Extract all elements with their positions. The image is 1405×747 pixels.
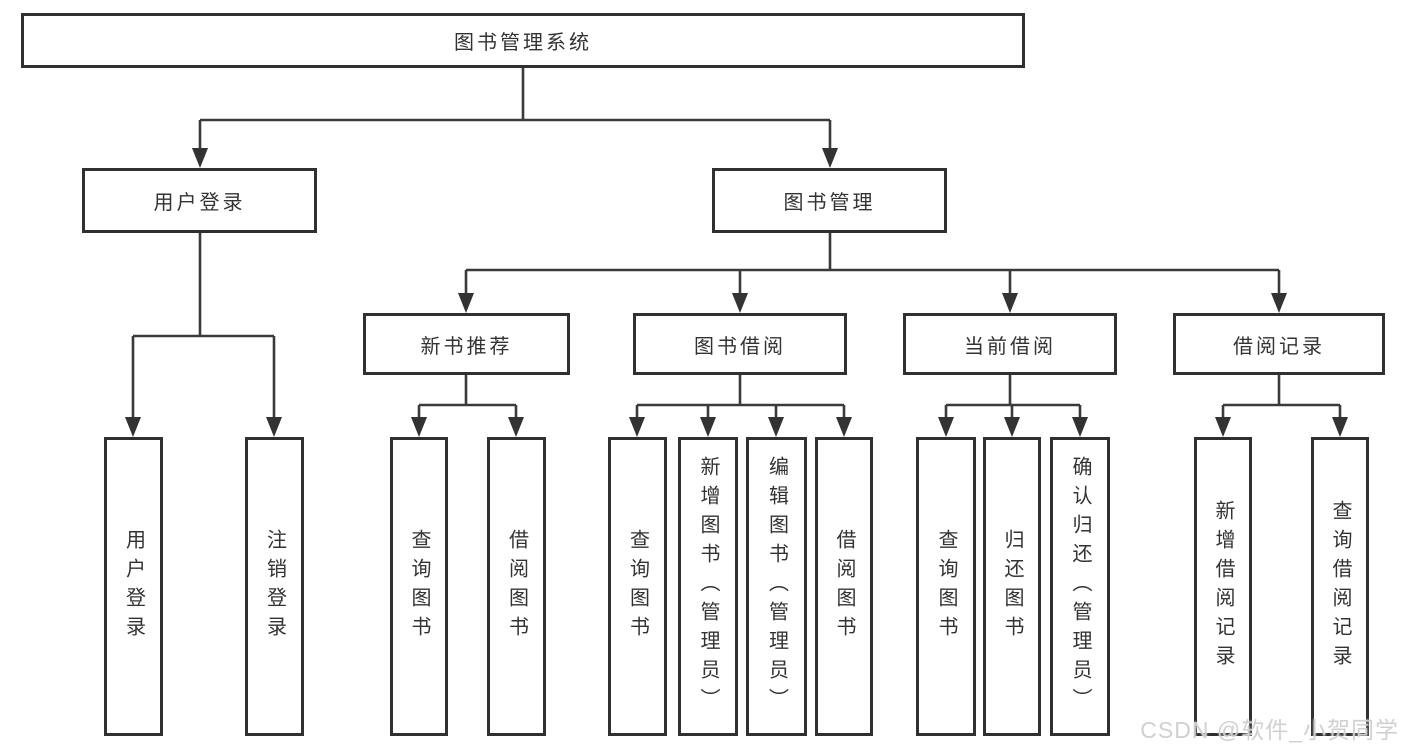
arrow-down-icon — [1271, 293, 1287, 313]
node-label: 用户登录 — [153, 192, 246, 214]
leaf-add-books-admin: 新增图书（管理员） — [678, 437, 738, 736]
arrow-down-icon — [629, 417, 645, 437]
node-label: 当前借阅 — [964, 335, 1056, 358]
arrowheads — [125, 148, 1348, 437]
arrow-down-icon — [508, 417, 524, 437]
leaf-label: 查询图书 — [626, 528, 649, 645]
leaf-borrow-books-recommendation: 借阅图书 — [487, 437, 546, 736]
node-root-system: 图书管理系统 — [21, 13, 1025, 68]
arrow-down-icon — [938, 417, 954, 437]
leaf-logout: 注销登录 — [245, 437, 304, 736]
leaf-label: 注销登录 — [263, 528, 286, 645]
node-borrowing-records: 借阅记录 — [1173, 313, 1385, 375]
arrow-down-icon — [1215, 417, 1231, 437]
leaf-label: 查询借阅记录 — [1329, 499, 1351, 674]
leaf-label: 查询图书 — [935, 528, 957, 645]
leaf-label: 确认归还（管理员） — [1069, 456, 1091, 717]
arrow-down-icon — [1072, 417, 1088, 437]
connector-bookborrow-to-leaves — [635, 375, 846, 419]
arrow-down-icon — [700, 417, 716, 437]
leaf-query-borrow-record: 查询借阅记录 — [1311, 437, 1369, 736]
node-book-management-branch: 图书管理 — [712, 168, 947, 233]
leaf-return-books: 归还图书 — [983, 437, 1041, 736]
arrow-down-icon — [822, 148, 838, 168]
arrow-down-icon — [768, 417, 784, 437]
arrow-down-icon — [192, 148, 208, 168]
connector-newbookrec-to-leaves — [417, 375, 518, 419]
connector-lines — [131, 68, 1342, 419]
leaf-borrow-books-borrowing: 借阅图书 — [815, 437, 873, 736]
arrow-down-icon — [1002, 293, 1018, 313]
arrow-down-icon — [125, 417, 141, 437]
leaf-add-borrow-record: 新增借阅记录 — [1194, 437, 1252, 736]
arrow-down-icon — [1332, 417, 1348, 437]
arrow-down-icon — [266, 417, 282, 437]
connector-borrowrecords-to-leaves — [1221, 375, 1342, 419]
leaf-query-books-borrowing: 查询图书 — [608, 437, 667, 736]
watermark: CSDN @软件_小贺同学 — [1140, 717, 1399, 743]
leaf-label: 新增借阅记录 — [1212, 499, 1234, 674]
node-label: 借阅记录 — [1233, 335, 1325, 358]
leaf-label: 用户登录 — [122, 528, 145, 645]
node-label: 图书管理系统 — [454, 32, 592, 54]
node-user-login-branch: 用户登录 — [82, 168, 317, 233]
arrow-down-icon — [836, 417, 852, 437]
leaf-query-books-current: 查询图书 — [916, 437, 976, 736]
leaf-edit-books-admin: 编辑图书（管理员） — [746, 437, 807, 736]
leaf-user-login: 用户登录 — [104, 437, 163, 736]
leaf-label: 借阅图书 — [833, 528, 855, 645]
leaf-label: 新增图书（管理员） — [697, 456, 719, 717]
connector-userlogin-to-leaves — [131, 233, 276, 419]
node-label: 新书推荐 — [420, 335, 513, 358]
node-current-borrowing: 当前借阅 — [903, 313, 1117, 375]
arrow-down-icon — [732, 293, 748, 313]
leaf-label: 查询图书 — [408, 528, 430, 645]
arrow-down-icon — [411, 417, 427, 437]
leaf-confirm-return-admin: 确认归还（管理员） — [1050, 437, 1110, 736]
leaf-query-books-recommendation: 查询图书 — [390, 437, 448, 736]
connector-bookmgmt-to-modules — [464, 233, 1281, 295]
leaf-label: 编辑图书（管理员） — [765, 456, 788, 717]
node-book-borrowing: 图书借阅 — [633, 313, 847, 375]
node-new-book-recommendation: 新书推荐 — [363, 313, 570, 375]
leaf-label: 归还图书 — [1001, 528, 1023, 645]
connector-currentborrow-to-leaves — [944, 375, 1082, 419]
node-label: 图书借阅 — [694, 335, 786, 358]
connector-root-to-branches — [198, 68, 832, 150]
arrow-down-icon — [1004, 417, 1020, 437]
leaf-label: 借阅图书 — [505, 528, 528, 645]
node-label: 图书管理 — [783, 192, 876, 214]
arrow-down-icon — [458, 293, 474, 313]
